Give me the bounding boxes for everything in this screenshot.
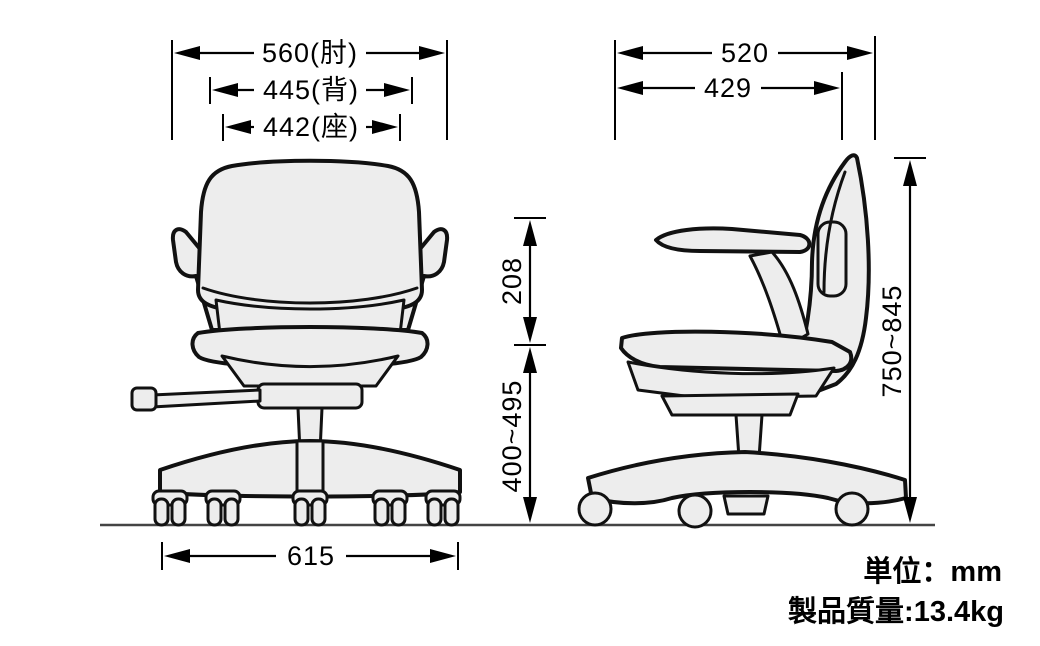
weight-note: 製品質量:13.4kg <box>788 595 1004 628</box>
dimension-overall-height: 750~845 <box>877 157 926 523</box>
caster-icon <box>577 491 613 527</box>
front-seat-skirt <box>220 354 400 388</box>
caster-icon <box>834 491 870 527</box>
front-view-drawing <box>130 158 462 527</box>
dim-label-armrest-width: 560(肘) <box>262 38 358 68</box>
dimension-seat-depth: 429 <box>617 72 843 140</box>
dimension-seat-width: 442(座) <box>222 112 401 142</box>
front-base-hub <box>295 439 325 499</box>
dim-label-back-width: 445(背) <box>263 75 359 105</box>
side-seat-mechanism <box>660 392 800 417</box>
front-height-lever <box>150 388 262 409</box>
dim-label-seat-depth: 429 <box>704 73 752 103</box>
front-seat <box>190 325 430 370</box>
front-backrest <box>196 158 424 313</box>
side-base-bumper <box>722 494 770 516</box>
front-lever-handle <box>130 386 158 412</box>
front-back-panel <box>214 298 406 336</box>
dim-label-seat-to-armrest: 208 <box>497 257 527 305</box>
dimension-seat-to-armrest: 208 <box>497 217 546 346</box>
dim-label-seat-height: 400~495 <box>497 380 527 493</box>
dimension-overall-depth: 520 <box>614 36 876 140</box>
dim-label-overall-height: 750~845 <box>877 285 907 398</box>
side-armrest <box>654 226 812 254</box>
dim-label-base-width: 615 <box>287 541 335 571</box>
unit-note: 単位：mm <box>863 554 1002 588</box>
front-seat-mechanism <box>256 382 364 410</box>
dimension-armrest-width: 560(肘) <box>171 38 448 140</box>
dim-label-overall-depth: 520 <box>721 38 769 68</box>
dim-label-seat-width: 442(座) <box>263 112 359 142</box>
front-backrest-seam <box>201 286 419 305</box>
side-lumbar-panel <box>816 220 848 298</box>
side-backrest-seam <box>822 170 847 294</box>
caster-icon <box>677 493 713 529</box>
dimension-back-width: 445(背) <box>209 75 413 105</box>
side-seat-skirt <box>626 360 836 400</box>
side-seat <box>619 329 854 373</box>
side-view-drawing <box>577 153 908 529</box>
side-base <box>586 450 908 506</box>
dimension-seat-height: 400~495 <box>497 347 537 523</box>
dimension-base-width: 615 <box>161 541 459 571</box>
